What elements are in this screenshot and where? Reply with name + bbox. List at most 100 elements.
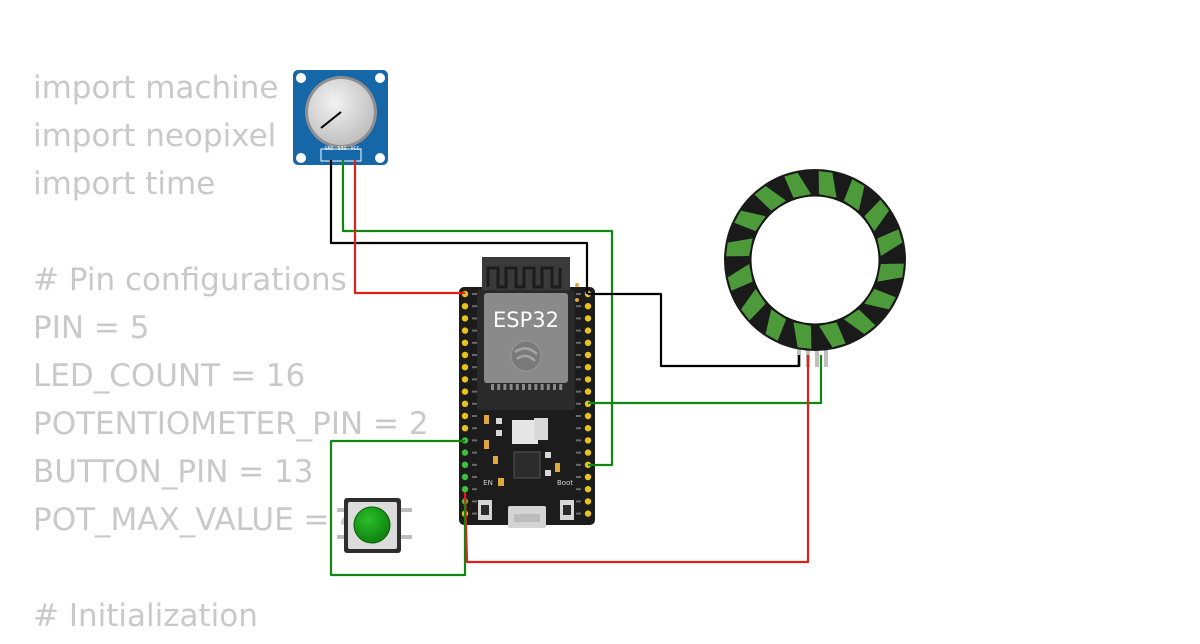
esp32-board[interactable]: ESP32 EN Boot [459,257,595,528]
pin-silkscreen [576,427,581,430]
header-pin[interactable] [584,364,592,371]
ring-leds [726,171,904,349]
module-tooth [534,384,538,390]
header-pin[interactable] [461,473,469,481]
pin-silkscreen [472,512,477,515]
neopixel-ring[interactable] [724,169,906,367]
ring-led [843,309,876,334]
header-pin[interactable] [584,425,592,432]
pin-silkscreen [576,366,581,369]
header-pin[interactable] [584,486,592,493]
header-pin[interactable] [584,388,592,395]
header-pin[interactable] [461,388,469,395]
code-line: import machine [33,70,279,106]
header-pin[interactable] [461,315,469,322]
header-pin[interactable] [461,400,469,407]
ring-led [877,263,904,282]
header-pin[interactable] [461,412,469,420]
header-pin[interactable] [461,339,469,346]
wire-vcc-pot[interactable] [353,160,465,295]
push-button[interactable] [337,498,412,553]
pin-silkscreen [472,439,477,442]
button-cap[interactable] [353,506,391,544]
ring-led [819,322,846,348]
regulator [512,420,538,444]
module-tooth [546,384,550,390]
smd-component [545,452,551,458]
module-tooth [528,384,532,390]
ring-center [750,195,880,325]
smd-component [555,463,560,472]
module-tooth [515,384,519,390]
module-tooth [491,384,494,390]
code-line: POTENTIOMETER_PIN = 2 [33,406,429,442]
button-lead [337,508,347,512]
left-pin-header [461,290,469,517]
mount-hole [375,73,385,83]
header-pin[interactable] [461,449,469,456]
pin-silkscreen [472,451,477,454]
code-line: LED_COUNT = 16 [33,358,306,394]
pin-silkscreen [576,329,581,332]
code-line: BUTTON_PIN = 13 [33,454,314,490]
ring-led [843,179,865,211]
potentiometer[interactable]: GND SIG VCC [293,70,388,165]
header-pin[interactable] [461,303,469,310]
pin-silkscreen [472,500,477,503]
right-pin-labels [576,293,581,515]
wire-gnd-ring[interactable] [588,292,801,368]
pin-silkscreen [576,512,581,515]
module-tooth [553,384,556,390]
wire-button[interactable] [329,439,467,577]
pin-silkscreen [576,317,581,320]
wire-sig-pot[interactable] [341,160,614,467]
code-line: # Initialization [33,598,258,634]
header-pin[interactable] [584,327,592,334]
mount-hole [296,73,306,83]
code-line: PIN = 5 [33,310,150,346]
header-pin[interactable] [584,303,592,310]
header-pin[interactable] [584,510,592,517]
header-pin[interactable] [461,327,469,334]
header-pin[interactable] [584,449,592,456]
ring-led [793,322,812,349]
pin-silkscreen [576,402,581,405]
ring-pin [824,345,828,367]
pin-silkscreen [576,341,581,344]
header-pin[interactable] [584,376,592,383]
header-pin[interactable] [461,376,469,383]
pin-silkscreen [472,305,477,308]
header-pin[interactable] [584,412,592,420]
header-pin[interactable] [584,473,592,481]
header-pin[interactable] [461,351,469,359]
header-pin[interactable] [461,461,469,468]
smd-component [493,456,498,464]
header-pin[interactable] [584,315,592,322]
pin-silkscreen [472,415,477,417]
pin-silkscreen [576,378,581,381]
ring-led [727,264,753,291]
ring-led [864,288,896,310]
wire-din-ring[interactable] [588,355,823,405]
header-pin[interactable] [584,351,592,359]
pin-silkscreen [576,305,581,308]
header-pin[interactable] [461,425,469,432]
module-tooth [503,384,507,390]
led-indicator [575,283,579,287]
header-pin[interactable] [584,498,592,505]
header-pin[interactable] [584,339,592,346]
code-line: POT_MAX_VALUE = 4 [33,502,360,538]
header-pin[interactable] [584,437,592,444]
esp32-label: ESP32 [493,308,559,332]
header-pin[interactable] [461,486,469,493]
pin-label-gnd: GND [324,146,333,152]
pin-silkscreen [472,293,477,295]
smd-component [484,440,489,449]
ring-led [784,172,811,198]
pin-silkscreen [472,341,477,344]
wire-gnd-pot[interactable] [329,160,589,294]
pin-silkscreen [576,500,581,503]
ring-led [754,186,787,211]
pin-header [320,148,362,162]
header-pin[interactable] [461,364,469,371]
